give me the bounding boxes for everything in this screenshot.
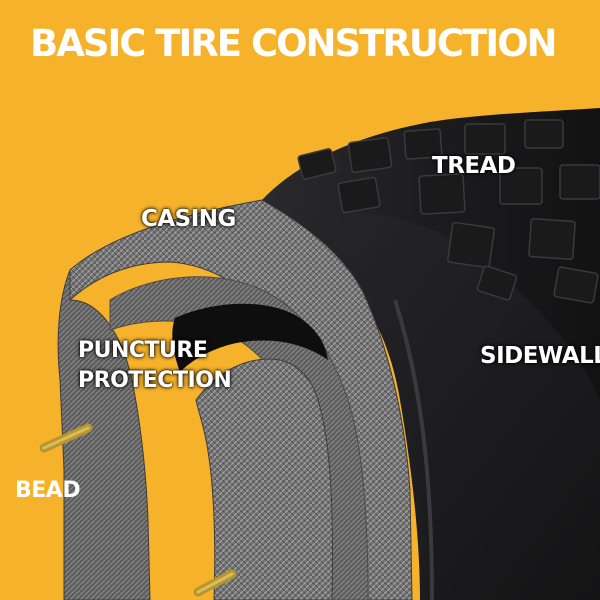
bead-wires xyxy=(39,423,237,597)
label-puncture-protection: PUNCTURE PROTECTION xyxy=(78,336,232,396)
casing-inner-left xyxy=(57,269,151,600)
label-puncture-line2: PROTECTION xyxy=(78,368,232,393)
sidewall-edge xyxy=(393,299,434,600)
label-sidewall: SIDEWALL xyxy=(480,343,600,369)
diagram-title: BASIC TIRE CONSTRUCTION xyxy=(30,22,558,65)
label-puncture-line1: PUNCTURE xyxy=(78,338,208,363)
label-bead: BEAD xyxy=(15,478,81,503)
tread-knobs xyxy=(297,119,600,304)
casing-cut-section xyxy=(195,358,333,600)
label-tread: TREAD xyxy=(432,153,516,179)
label-casing: CASING xyxy=(141,206,236,232)
tire-sidewall xyxy=(300,211,600,600)
tire-cavity xyxy=(172,303,328,372)
